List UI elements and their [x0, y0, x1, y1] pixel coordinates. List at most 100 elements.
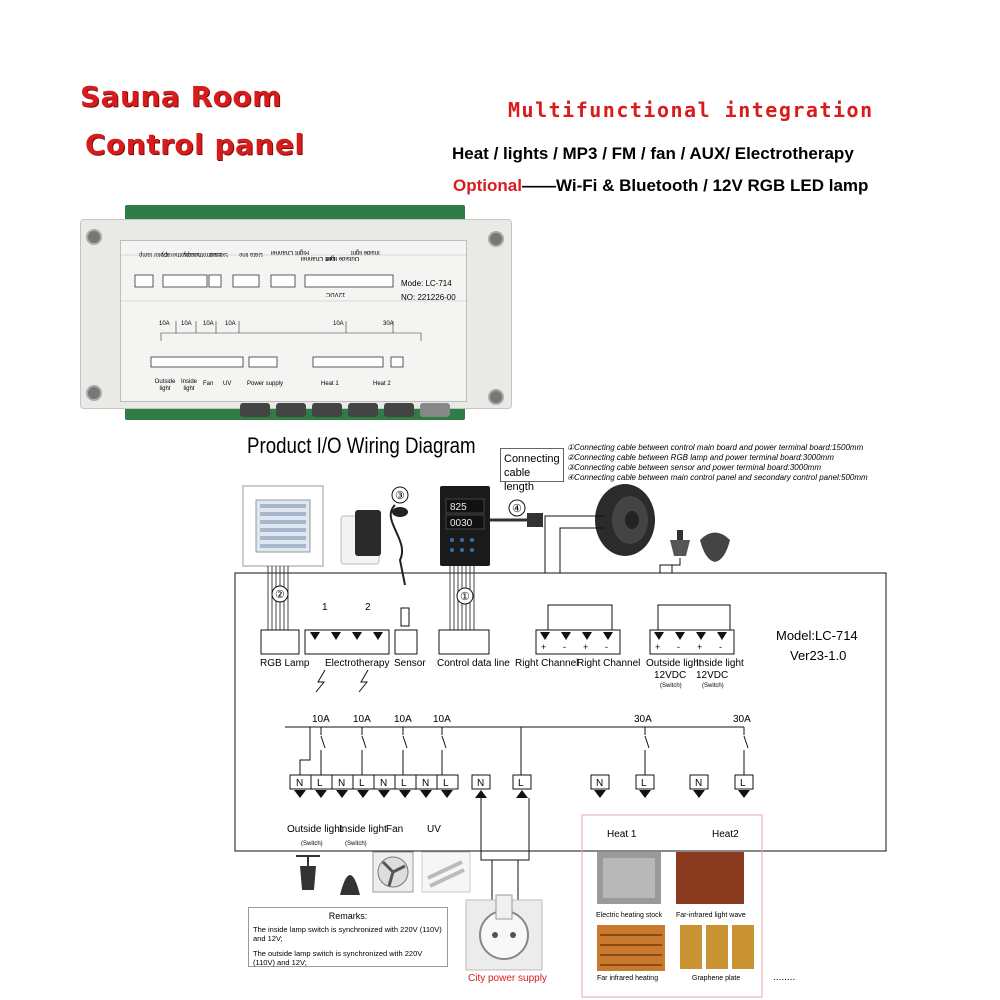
lower-label-uv: UV [427, 824, 441, 835]
board-amp-4: 10A [225, 321, 236, 327]
amp-4: 10A [433, 714, 451, 725]
board-nl-strip-1 [150, 356, 244, 368]
optional-text: ——Wi-Fi & Bluetooth / 12V RGB LED lamp [521, 176, 869, 195]
amp-2: 10A [353, 714, 371, 725]
nl-3: N [338, 778, 345, 789]
marker-3-text: ③ [395, 490, 405, 502]
fan-icon [372, 851, 414, 893]
electro-number-1: 1 [322, 602, 328, 613]
n-wire-1 [299, 727, 311, 775]
electro-terminal-arrows [310, 632, 383, 640]
board-label-power: Power supply [247, 381, 284, 387]
electro-bolt-1-icon [315, 669, 326, 693]
nl-13: N [695, 778, 702, 789]
label-right-channel-2: Right Channel [577, 658, 640, 669]
inside-lamp-bottom-icon [340, 875, 360, 895]
board-number: NO: 221226-00 [401, 293, 456, 302]
city-power-label: City power supply [468, 973, 547, 984]
channel-wire [547, 604, 613, 630]
label-right-channel: Right Channel [515, 658, 578, 669]
connector-4 [348, 403, 378, 417]
board-amp-2: 10A [181, 321, 192, 327]
board-model: Mode: LC-714 [401, 279, 452, 288]
connector-1 [240, 403, 270, 417]
lamp-wires [659, 558, 681, 573]
board-label-heat2: Heat 2 [373, 381, 391, 387]
v12-minus-2: - [719, 642, 722, 652]
v12-plus-1: + [655, 642, 660, 652]
heater-label-1: Electric heating stock [596, 912, 663, 919]
terminal-rgb [260, 629, 300, 655]
amp-6: 30A [733, 714, 751, 725]
lower-label-inside: Inside light [339, 824, 387, 835]
board-label-outside: Outside light [154, 379, 176, 392]
label-inside-switch: (Switch) [702, 683, 724, 689]
cable-length-line-2: cable length [504, 467, 534, 493]
far-infrared-light-wave-image [676, 852, 744, 904]
board-bus-lines [160, 321, 422, 341]
optional-label: Optional [453, 176, 522, 195]
outside-lamp-bottom-icon [296, 855, 320, 890]
marker-2-text: ② [275, 589, 285, 601]
power-socket-icon [465, 894, 543, 971]
cable-length-box: Connecting cable length [500, 448, 564, 493]
v12-wire [657, 604, 731, 630]
nl-4: L [359, 778, 365, 789]
board-top-terminal-3 [208, 274, 222, 288]
heater-label-2: Far-infrared light wave [676, 912, 746, 919]
channel-plus-2: + [583, 642, 588, 652]
lower-inside-switch: (Switch) [345, 841, 367, 847]
diagram-model: Model:LC-714 [776, 628, 858, 643]
cable-4-plug [527, 513, 543, 527]
marker-1 [456, 587, 474, 605]
nl-12: L [641, 778, 647, 789]
terminal-sensor [394, 629, 418, 655]
marker-2 [271, 585, 289, 603]
channel-minus-2: - [605, 642, 608, 652]
amp-5: 30A [634, 714, 652, 725]
board-top-terminal-4 [232, 274, 260, 288]
board-label-inside: Inside light [180, 379, 197, 392]
integration-heading: Multifunctional integration [508, 98, 874, 122]
control-board-photo: Mode: LC-714 NO: 221226-00 Color lamp El… [80, 205, 512, 420]
v12-minus-1: - [677, 642, 680, 652]
sensor-symbol [400, 607, 410, 627]
connector-3 [312, 403, 342, 417]
diagram-enclosure [234, 572, 887, 852]
channel-plus-1: + [541, 642, 546, 652]
sensor-device [340, 504, 408, 586]
nl-8: L [443, 778, 449, 789]
board-amp-3: 10A [203, 321, 214, 327]
mount-screw-tr [488, 231, 504, 247]
board-amp-5: 10A [333, 321, 344, 327]
board-top-terminal-2 [162, 274, 208, 288]
remarks-title: Remarks: [328, 911, 368, 921]
marker-4 [508, 499, 526, 517]
speaker-device [595, 484, 655, 556]
speaker-wires [544, 515, 605, 573]
board-label-uv: UV [223, 381, 232, 387]
board-label-sticker: Mode: LC-714 NO: 221226-00 Color lamp El… [120, 240, 467, 402]
nl-7: N [422, 778, 429, 789]
cable-note-4: ④Connecting cable between main control p… [567, 473, 868, 482]
lower-terminal-arrows [294, 790, 750, 798]
heater-ellipsis: ........ [773, 972, 795, 983]
board-label-fan: Fan [203, 381, 214, 387]
far-infrared-heating-image [597, 925, 665, 971]
marker-4-text: ④ [512, 503, 522, 515]
inside-lamp-icon [700, 532, 730, 562]
board-amp-1: 10A [159, 321, 170, 327]
lower-label-heat1: Heat 1 [607, 829, 637, 840]
power-bus [285, 726, 745, 775]
label-electrotherapy: Electrotherapy [325, 658, 389, 669]
marker-3 [391, 486, 409, 504]
board-nl-strip-2 [248, 356, 278, 368]
terminal-data [438, 629, 490, 655]
uv-lamp-icon [421, 851, 471, 893]
label-control-data: Control data line [437, 658, 510, 669]
lower-label-outside: Outside light [287, 824, 343, 835]
outside-lamp-icon [670, 530, 690, 556]
label-outside-switch: (Switch) [660, 683, 682, 689]
board-nl-strip-4 [390, 356, 404, 368]
